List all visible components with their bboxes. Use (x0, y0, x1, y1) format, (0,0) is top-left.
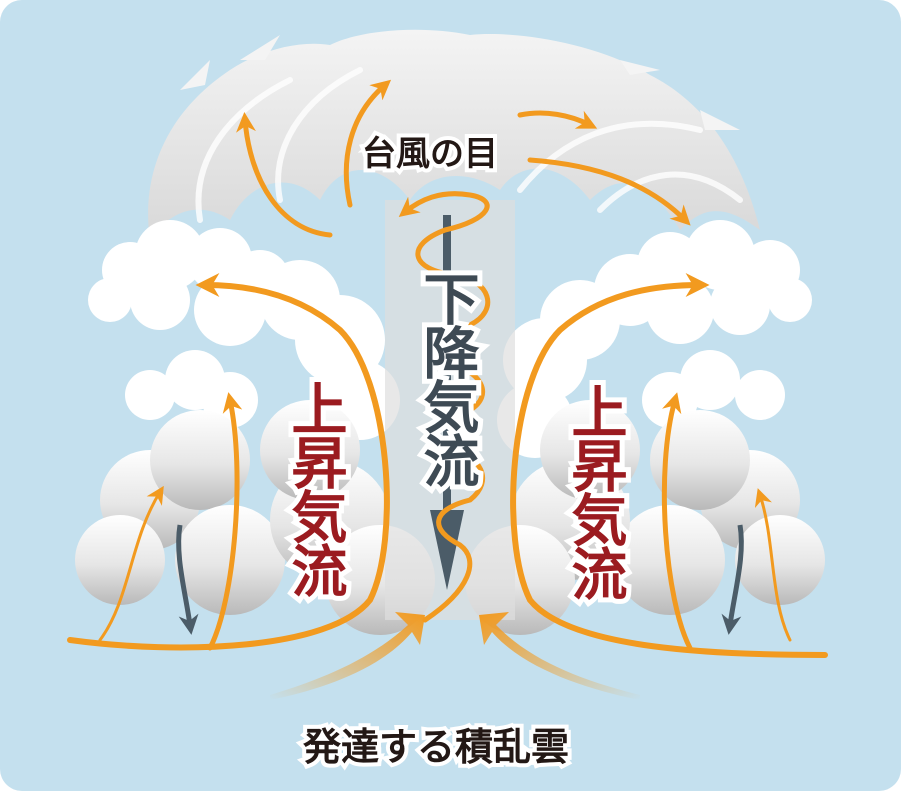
outflow-arrow-3 (517, 110, 598, 129)
updraft-arrow-left-inner (207, 392, 243, 651)
downdraft-label: 下降気流 (409, 265, 484, 491)
updraft-arrow-right-small (754, 488, 792, 642)
outflow-arrow-2 (343, 79, 392, 208)
outflow-arrow-1 (236, 112, 333, 238)
inflow-arrow-left (270, 612, 425, 700)
inflow-arrow-right (479, 612, 640, 700)
small-downdraft-left (176, 524, 199, 635)
anvil-cloud (148, 29, 761, 240)
updraft-arrow-right-outer (510, 273, 828, 658)
updraft-arrow-right-inner (661, 392, 693, 651)
eye-label: 台風の目 (358, 130, 502, 178)
updraft-arrows (67, 79, 828, 658)
caption-label: 発達する積乱雲 (299, 721, 573, 773)
outflow-arrow-4 (527, 157, 691, 226)
updraft-arrow-left-small (98, 485, 164, 642)
updraft-label-right: 上昇気流 (557, 378, 632, 604)
spiral-arrow (398, 191, 491, 623)
anvil-streaks (195, 67, 743, 223)
updraft-arrow-left-outer (67, 273, 390, 651)
small-downdraft-right (721, 524, 744, 635)
updraft-label-left: 上昇気流 (277, 375, 352, 601)
